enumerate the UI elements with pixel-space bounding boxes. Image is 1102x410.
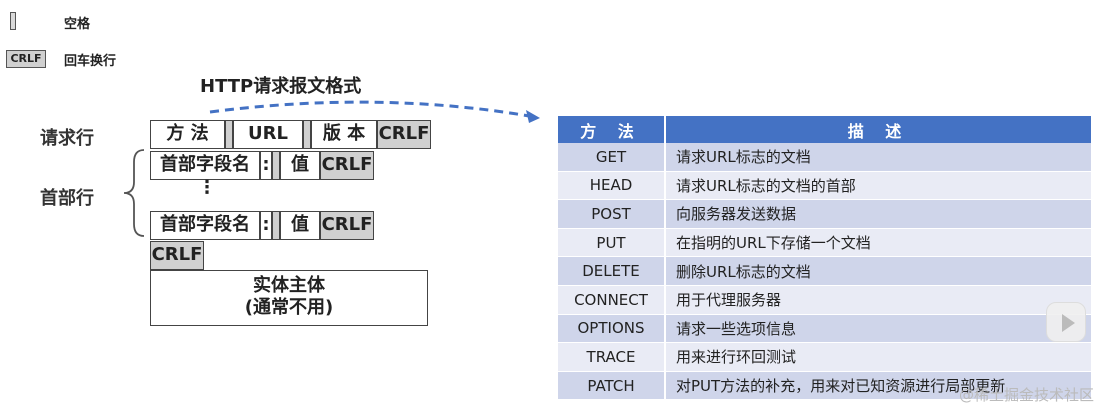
method-description: 在指明的URL下存储一个文档: [665, 228, 1091, 258]
entity-body-title: 实体主体: [253, 275, 325, 296]
space-cell: [272, 151, 280, 180]
method-name: DELETE: [558, 256, 666, 286]
request-line-label: 请求行: [40, 128, 94, 149]
method-cell: 方 法: [150, 120, 225, 149]
space-cell: [303, 120, 311, 149]
method-name: CONNECT: [558, 285, 666, 315]
header-field-name-cell: 首部字段名: [150, 211, 260, 240]
crlf-symbol: CRLF: [6, 50, 46, 68]
colon-cell: :: [260, 151, 272, 180]
method-name: PATCH: [558, 371, 666, 401]
dashed-arrow: [209, 100, 540, 123]
method-name: GET: [558, 143, 666, 172]
watermark: @稀土掘金技术社区: [958, 386, 1094, 404]
method-name: PUT: [558, 228, 666, 258]
play-button[interactable]: [1046, 302, 1086, 342]
method-description: 删除URL标志的文档: [665, 256, 1091, 286]
value-cell: 值: [280, 211, 320, 240]
space-cell: [272, 211, 280, 240]
colon-cell: :: [260, 211, 272, 240]
entity-body-cell: 实体主体 (通常不用): [150, 270, 428, 326]
method-name: OPTIONS: [558, 314, 666, 344]
legend-space-label: 空格: [64, 17, 91, 32]
crlf-cell: CRLF: [377, 120, 431, 149]
value-cell: 值: [280, 151, 320, 180]
legend-crlf-label: 回车换行: [64, 54, 117, 69]
method-description: 请求URL标志的文档: [665, 143, 1091, 172]
method-name: TRACE: [558, 342, 666, 372]
ellipsis: ⋮: [198, 177, 216, 198]
header-field-name-cell: 首部字段名: [150, 151, 260, 180]
crlf-cell: CRLF: [320, 151, 374, 180]
method-description: 请求一些选项信息: [665, 314, 1091, 344]
method-column-header: 方 法: [558, 116, 666, 143]
method-description: 请求URL标志的文档的首部: [665, 171, 1091, 201]
url-cell: URL: [233, 120, 303, 149]
space-symbol: [10, 12, 16, 30]
diagram-title: HTTP请求报文格式: [200, 76, 362, 97]
method-description: 对PUT方法的补充，用来对已知资源进行局部更新: [665, 371, 1091, 401]
header-line-label: 首部行: [40, 188, 94, 209]
table-header-row: 方 法 描 述: [558, 116, 1091, 143]
crlf-cell: CRLF: [320, 211, 374, 240]
brace-icon: [123, 149, 145, 237]
method-name: HEAD: [558, 171, 666, 201]
blank-line-crlf-cell: CRLF: [150, 241, 204, 270]
entity-body-note: (通常不用): [244, 297, 334, 318]
version-cell: 版 本: [311, 120, 377, 149]
method-name: POST: [558, 199, 666, 229]
method-description: 用来进行环回测试: [665, 342, 1091, 372]
space-cell: [225, 120, 233, 149]
method-description: 用于代理服务器: [665, 285, 1091, 315]
description-column-header: 描 述: [665, 116, 1091, 143]
method-description: 向服务器发送数据: [665, 199, 1091, 229]
